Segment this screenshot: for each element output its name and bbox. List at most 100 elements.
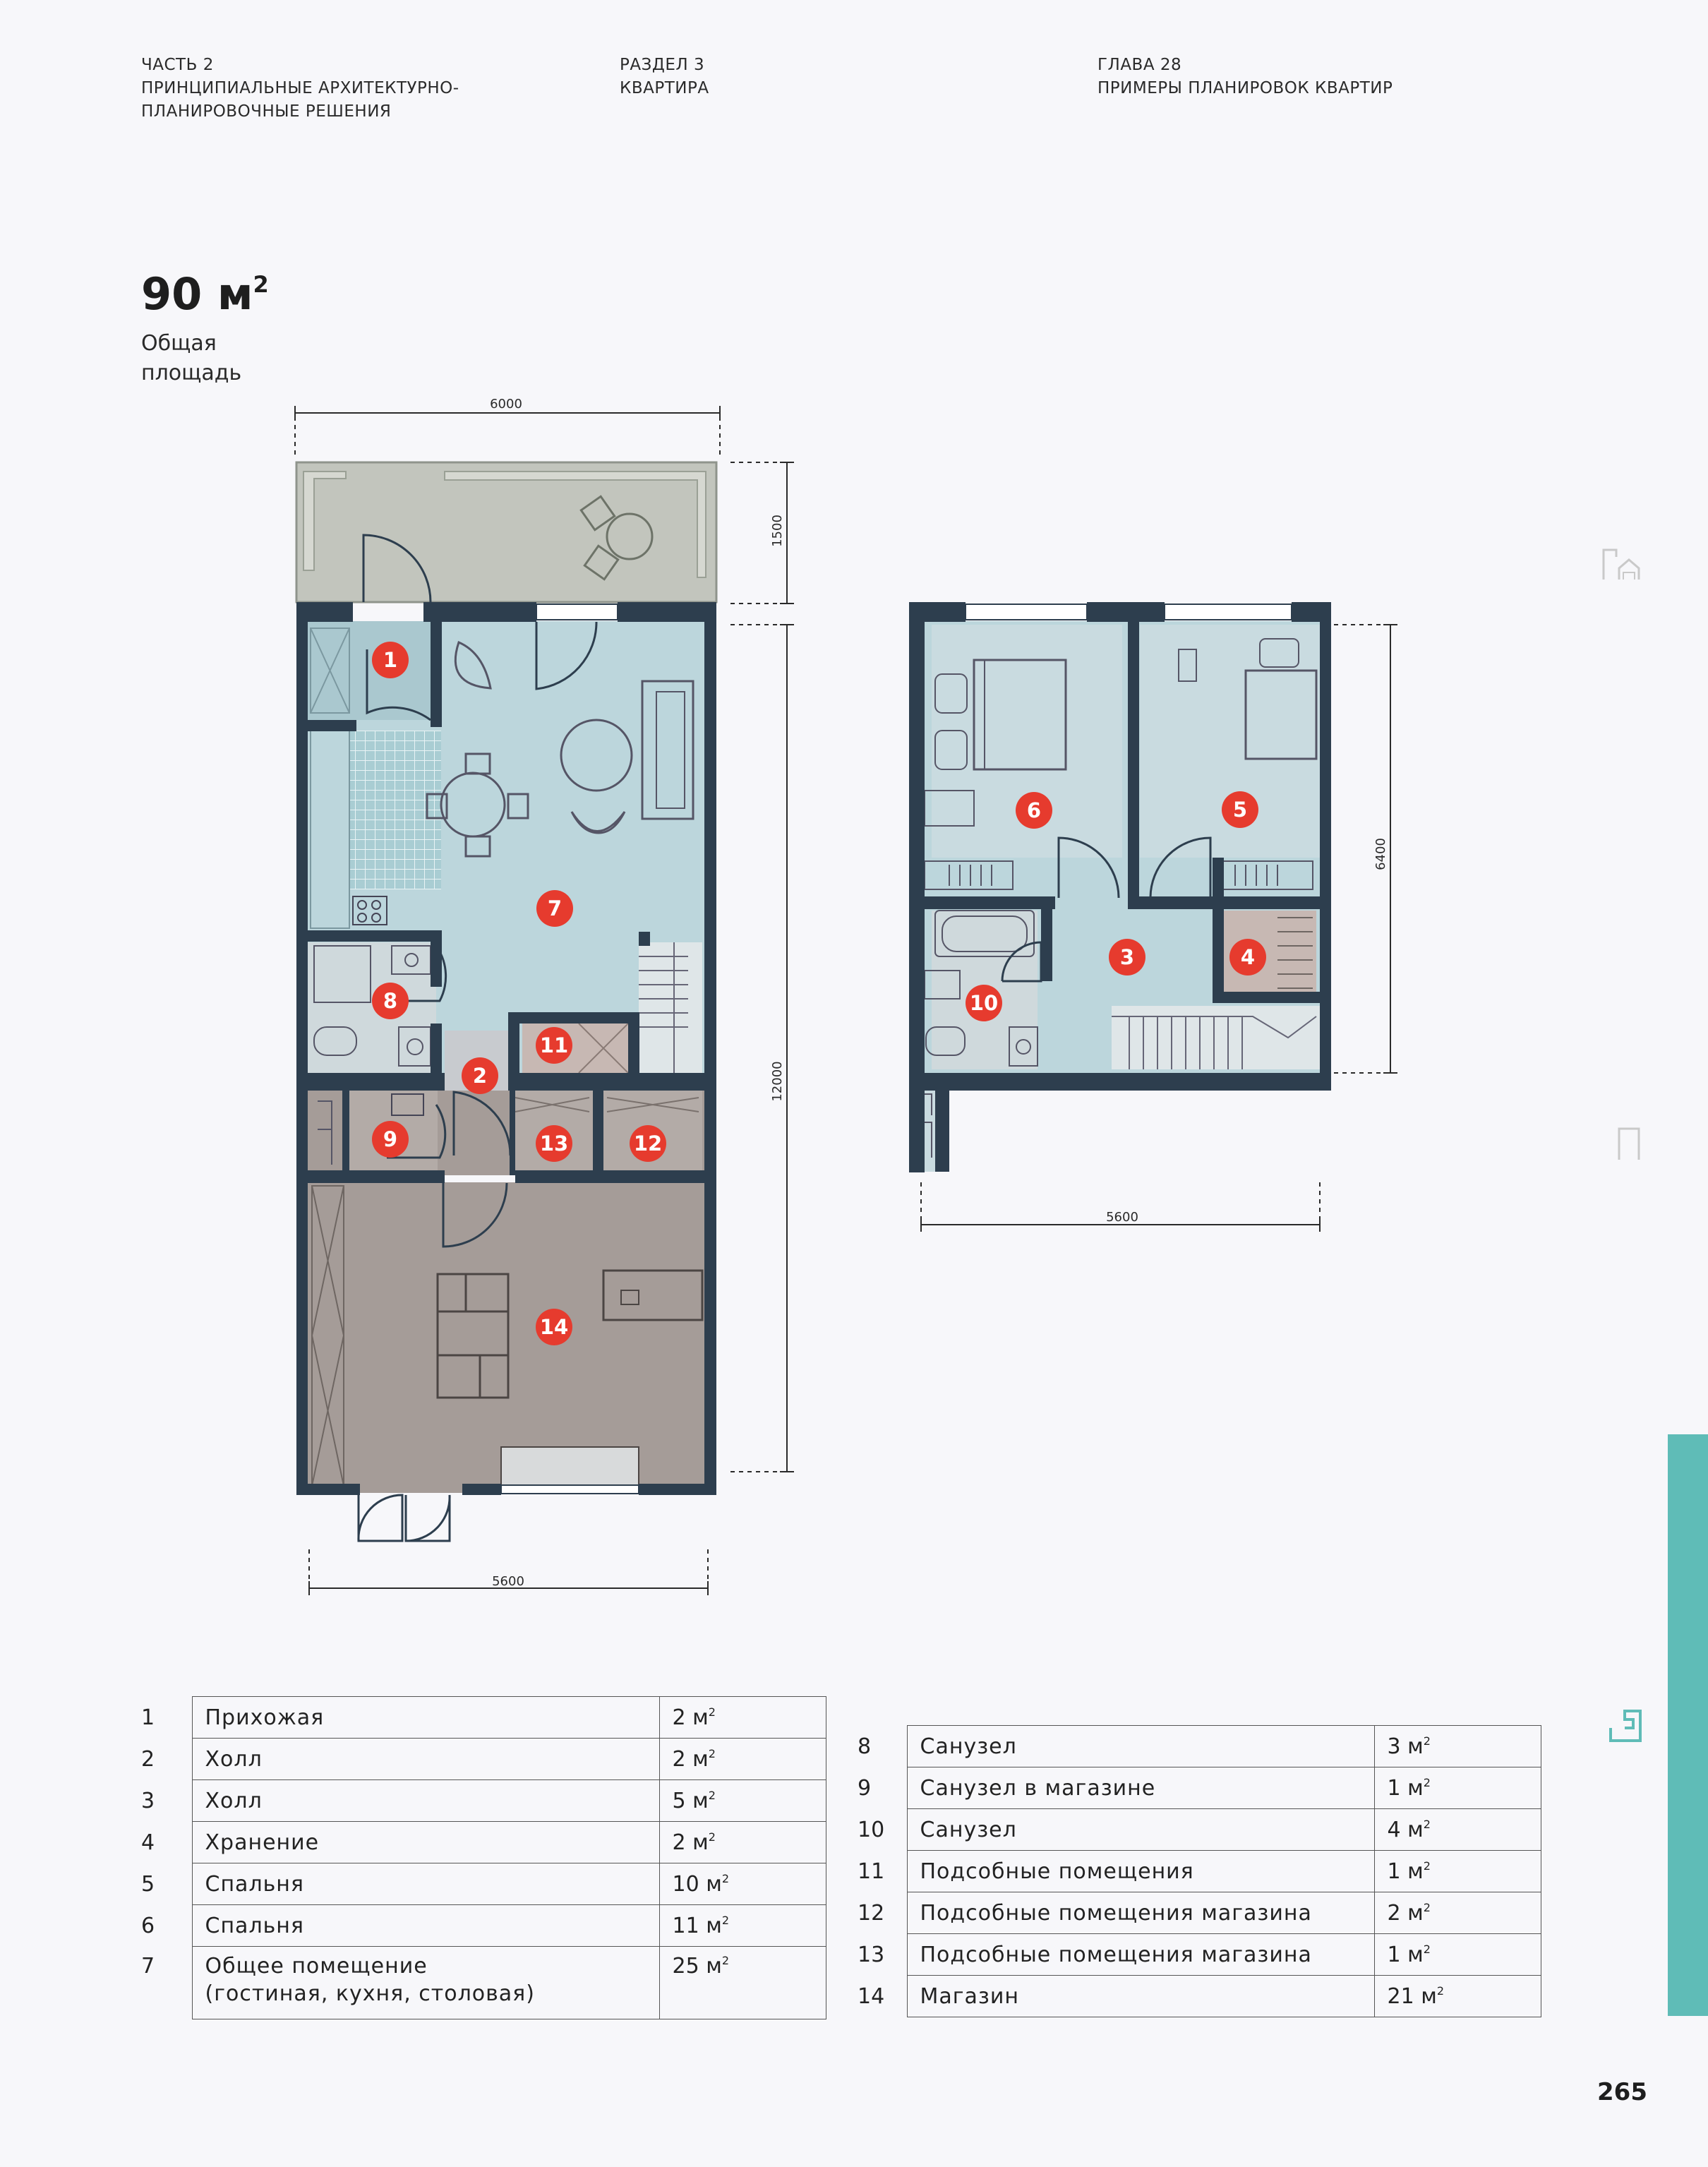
- legend-room-number: 5: [141, 1871, 155, 1897]
- upper-dimension-lines: [920, 624, 1397, 1232]
- header-part: ЧАСТЬ 2 ПРИНЦИПИАЛЬНЫЕ АРХИТЕКТУРНО- ПЛА…: [141, 54, 459, 124]
- section-number: РАЗДЕЛ 3: [620, 56, 705, 74]
- legend-room-number: 6: [141, 1913, 155, 1938]
- svg-text:10: 10: [970, 991, 998, 1015]
- marker-7: 7: [536, 890, 573, 927]
- svg-text:1: 1: [383, 648, 397, 672]
- legend-room-name-line: Прихожая: [205, 1705, 325, 1730]
- legend-room-area: 10 м2: [658, 1863, 826, 1905]
- legend-room-name: Санузел: [906, 1808, 1375, 1851]
- legend-room-number: 3: [141, 1788, 155, 1813]
- total-area-label: Общая площадь: [141, 331, 242, 385]
- section-title: КВАРТИРА: [620, 79, 709, 97]
- legend-room-area: 5 м2: [658, 1779, 826, 1822]
- chapter-number: ГЛАВА 28: [1097, 56, 1182, 74]
- ground-dimension-lines: [294, 406, 794, 1595]
- upper-floor-walls: [909, 602, 1331, 1172]
- legend-room-name-line: Санузел: [920, 1817, 1017, 1842]
- marker-12: 12: [630, 1125, 666, 1162]
- legend-room-name-line: Спальня: [205, 1871, 304, 1897]
- svg-text:12: 12: [634, 1131, 662, 1155]
- legend-room-name: Холл: [191, 1738, 660, 1780]
- floor-plans: 6000 1500 12000 5600: [294, 397, 1397, 1595]
- legend-room-area: 3 м2: [1373, 1725, 1541, 1767]
- legend-room-name: Подсобные помещения: [906, 1850, 1375, 1892]
- legend-room-area: 4 м2: [1373, 1808, 1541, 1851]
- svg-text:11: 11: [540, 1033, 568, 1057]
- legend-row: 9 Санузел в магазине 1 м2: [858, 1767, 1541, 1809]
- legend-row: 13 Подсобные помещения магазина 1 м2: [858, 1933, 1541, 1976]
- legend-room-number: 4: [141, 1830, 155, 1855]
- legend-room-name: Магазин: [906, 1975, 1375, 2017]
- legend-room-name-line: Холл: [205, 1788, 263, 1813]
- dim-upper-depth: 6400: [1373, 838, 1388, 870]
- marker-10: 10: [966, 985, 1002, 1021]
- marker-8: 8: [372, 983, 409, 1019]
- legend-room-name-line: Подсобные помещения магазина: [920, 1942, 1312, 1967]
- house-garden-icon: [1602, 548, 1640, 580]
- section-color-tab: [1668, 1434, 1708, 2016]
- legend-room-number: 9: [858, 1775, 872, 1801]
- legend-room-number: 10: [858, 1817, 885, 1842]
- legend-room-name: Холл: [191, 1779, 660, 1822]
- marker-5: 5: [1222, 791, 1258, 828]
- upper-floor-plan: 6400 5600: [909, 602, 1397, 1232]
- legend-room-name: Спальня: [191, 1904, 660, 1947]
- ground-floor-plan: 6000 1500 12000 5600: [294, 397, 794, 1595]
- legend-room-number: 7: [141, 1953, 155, 1979]
- legend-room-name-line: Санузел: [920, 1734, 1017, 1759]
- legend-room-name-line: Санузел в магазине: [920, 1775, 1156, 1801]
- legend-room-name-line2: (гостиная, кухня, столовая): [205, 1981, 535, 2006]
- legend-room-name: Подсобные помещения магазина: [906, 1892, 1375, 1934]
- legend-room-name: Спальня: [191, 1863, 660, 1905]
- legend-room-area: 1 м2: [1373, 1767, 1541, 1809]
- legend-room-name-line: Хранение: [205, 1830, 320, 1855]
- svg-text:4: 4: [1241, 945, 1255, 969]
- svg-text:13: 13: [540, 1131, 568, 1155]
- legend-room-area: 1 м2: [1373, 1933, 1541, 1976]
- marker-2: 2: [462, 1057, 498, 1094]
- legend-room-area: 2 м2: [658, 1738, 826, 1780]
- legend-row: 4 Хранение 2 м2: [141, 1821, 826, 1863]
- marker-4: 4: [1229, 939, 1266, 976]
- legend-room-name: Хранение: [191, 1821, 660, 1863]
- svg-text:14: 14: [540, 1315, 568, 1339]
- room-markers: 1 2 3 4 5 6 7 8 9 10 11 12 13 14: [372, 642, 1266, 1345]
- legend-room-name-line: Холл: [205, 1746, 263, 1772]
- terrace: [296, 462, 716, 602]
- legend-room-name: Подсобные помещения магазина: [906, 1933, 1375, 1976]
- legend-row: 3 Холл 5 м2: [141, 1779, 826, 1822]
- legend-room-name: Общее помещение(гостиная, кухня, столова…: [191, 1946, 660, 2019]
- svg-text:8: 8: [383, 989, 397, 1013]
- legend-room-number: 2: [141, 1746, 155, 1772]
- legend-row: 7 Общее помещение(гостиная, кухня, столов…: [141, 1946, 826, 2019]
- dim-terrace-depth: 1500: [770, 515, 785, 547]
- marker-11: 11: [536, 1027, 572, 1064]
- header-section: РАЗДЕЛ 3 КВАРТИРА: [620, 54, 709, 100]
- dim-ground-depth: 12000: [770, 1061, 785, 1101]
- legend-room-area: 2 м2: [1373, 1892, 1541, 1934]
- legend-room-area: 1 м2: [1373, 1850, 1541, 1892]
- legend-room-area: 2 м2: [658, 1821, 826, 1863]
- part-title-line2: ПЛАНИРОВОЧНЫЕ РЕШЕНИЯ: [141, 102, 392, 121]
- ground-floor-walls: [296, 602, 716, 1495]
- legend-room-name-line: Общее помещение: [205, 1954, 428, 1979]
- legend-room-area: 25 м2: [658, 1946, 826, 2019]
- legend-row: 2 Холл 2 м2: [141, 1738, 826, 1780]
- legend-room-name: Санузел в магазине: [906, 1767, 1375, 1809]
- legend-room-number: 13: [858, 1942, 885, 1967]
- legend-room-name: Прихожая: [191, 1696, 660, 1739]
- chapter-title: ПРИМЕРЫ ПЛАНИРОВОК КВАРТИР: [1097, 79, 1393, 97]
- svg-text:6: 6: [1027, 798, 1041, 822]
- marker-13: 13: [536, 1125, 572, 1162]
- marker-6: 6: [1016, 792, 1052, 829]
- marker-3: 3: [1109, 939, 1145, 976]
- entry-hall-1: [307, 621, 431, 720]
